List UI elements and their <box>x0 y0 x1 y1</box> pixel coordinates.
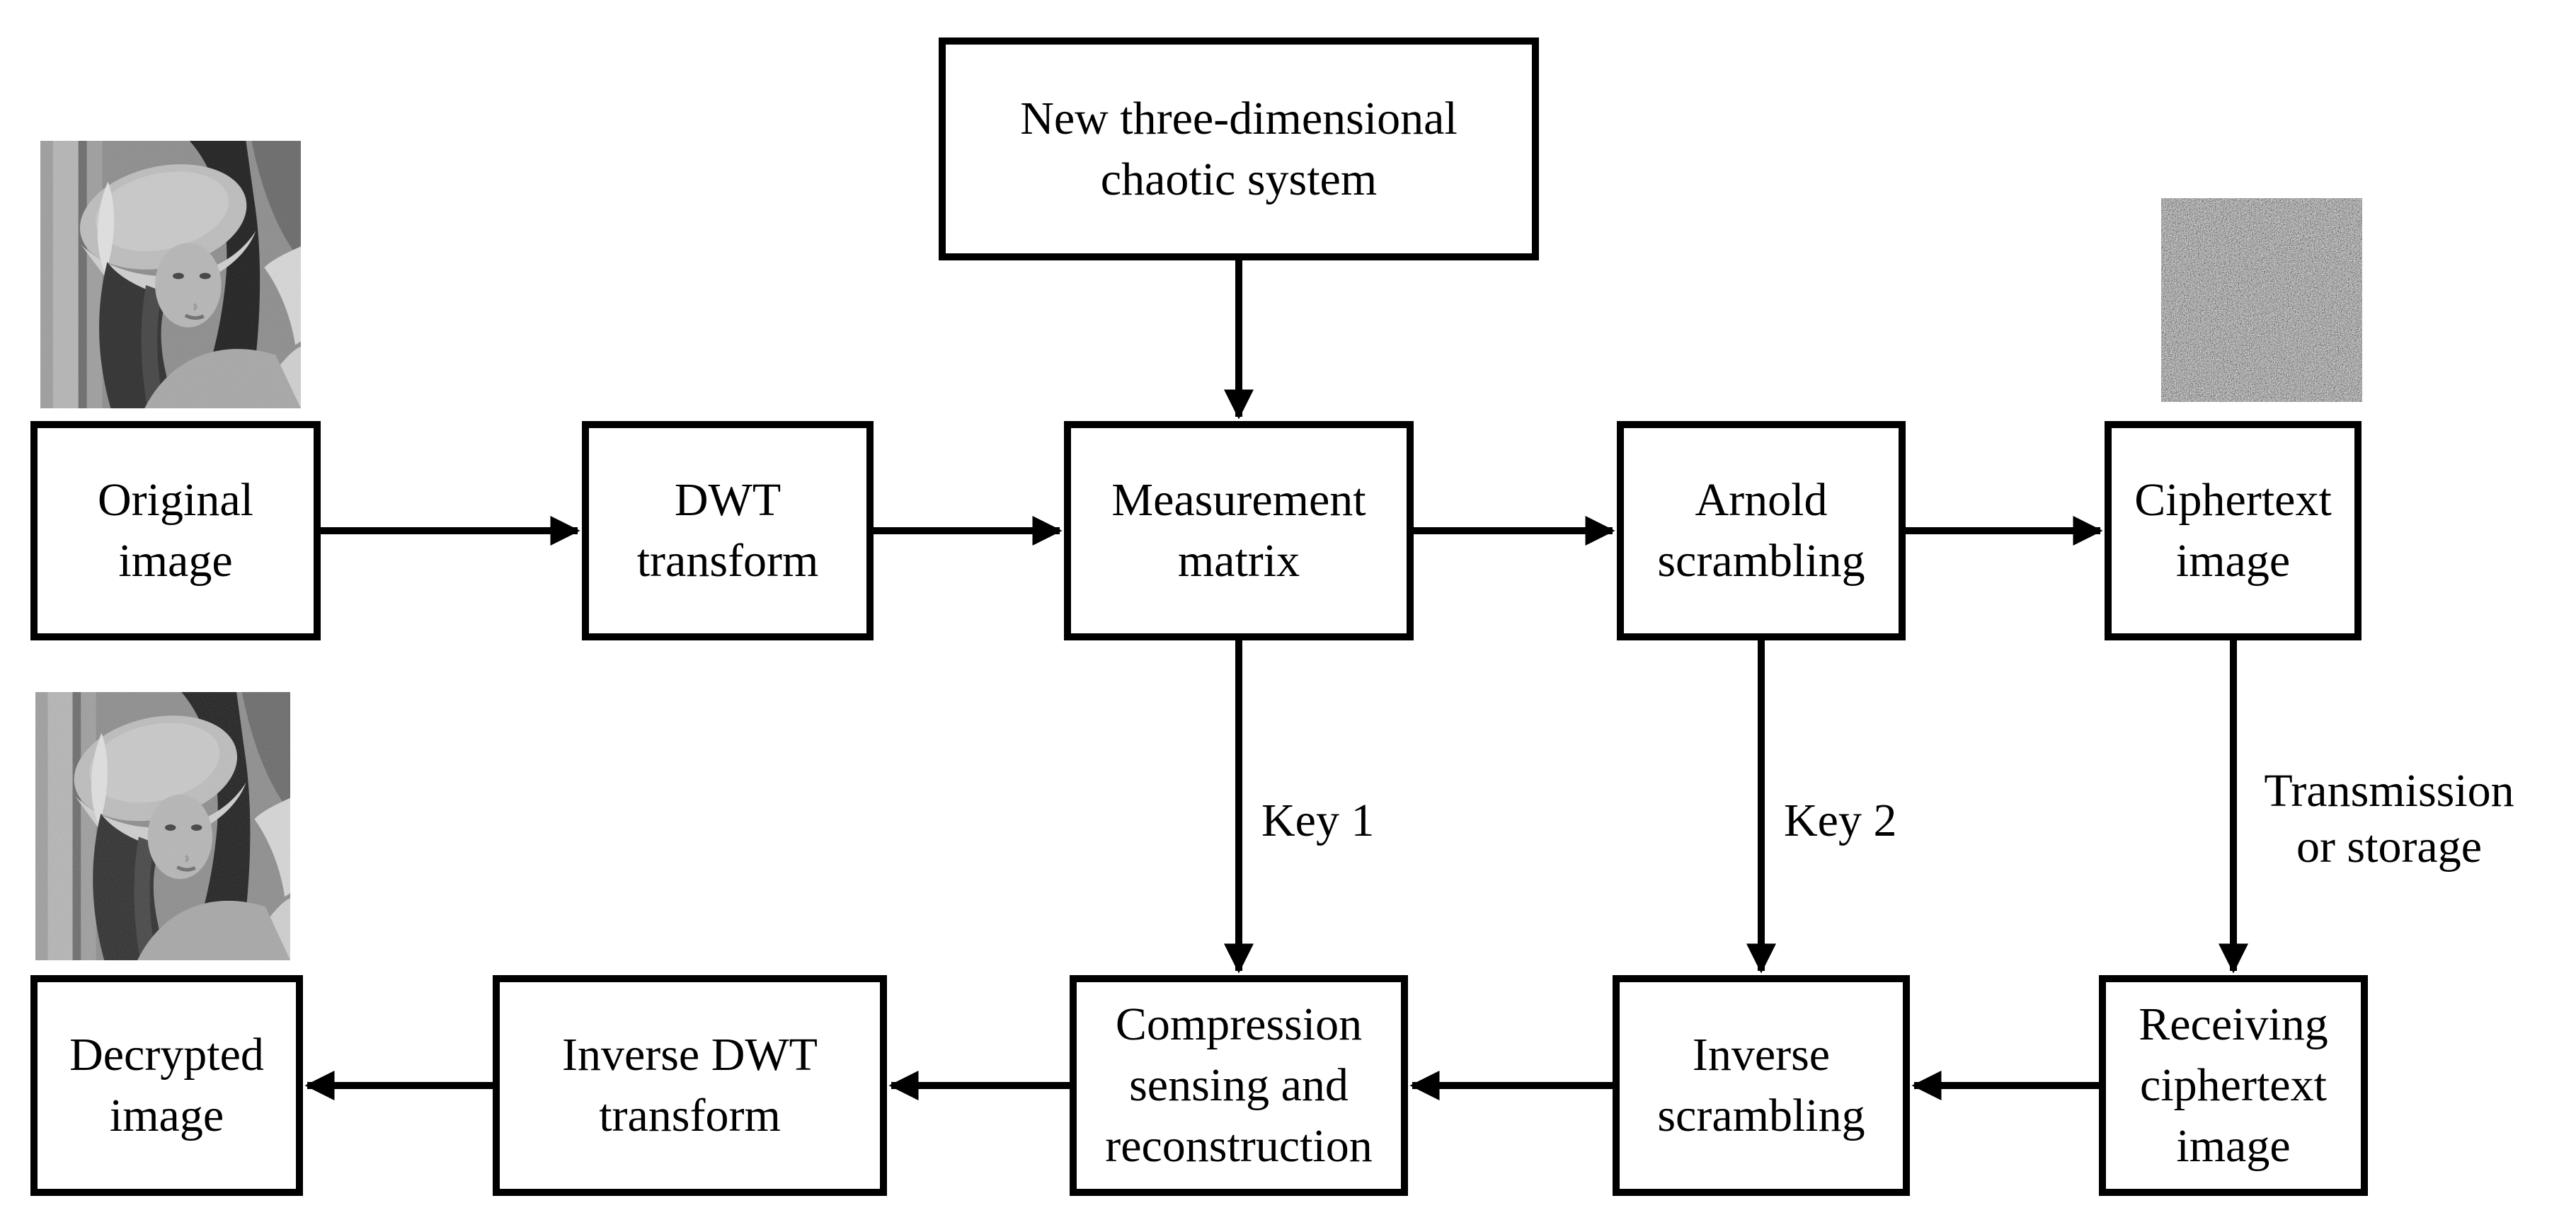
label-transmission: Transmission or storage <box>2264 765 2514 873</box>
node-receiving-ciphertext: Receiving ciphertext image <box>2099 975 2368 1196</box>
node-chaotic-system: New three-dimensional chaotic system <box>939 38 1539 260</box>
original-lena-image <box>40 141 301 408</box>
node-compression-sensing: Compression sensing and reconstruction <box>1070 975 1408 1196</box>
ciphertext-noise-image <box>2161 198 2362 402</box>
node-arnold-scrambling: Arnold scrambling <box>1617 421 1906 640</box>
node-ciphertext-image: Ciphertext image <box>2105 421 2362 640</box>
node-inverse-dwt-transform: Inverse DWT transform <box>493 975 887 1196</box>
node-decrypted-image: Decrypted image <box>30 975 303 1196</box>
decrypted-lena-image <box>35 692 290 960</box>
node-inverse-scrambling: Inverse scrambling <box>1613 975 1910 1196</box>
label-key2: Key 2 <box>1784 795 1897 846</box>
node-original-image: Original image <box>30 421 321 640</box>
label-key1: Key 1 <box>1261 795 1375 846</box>
node-dwt-transform: DWT transform <box>582 421 874 640</box>
node-measurement-matrix: Measurement matrix <box>1064 421 1414 640</box>
